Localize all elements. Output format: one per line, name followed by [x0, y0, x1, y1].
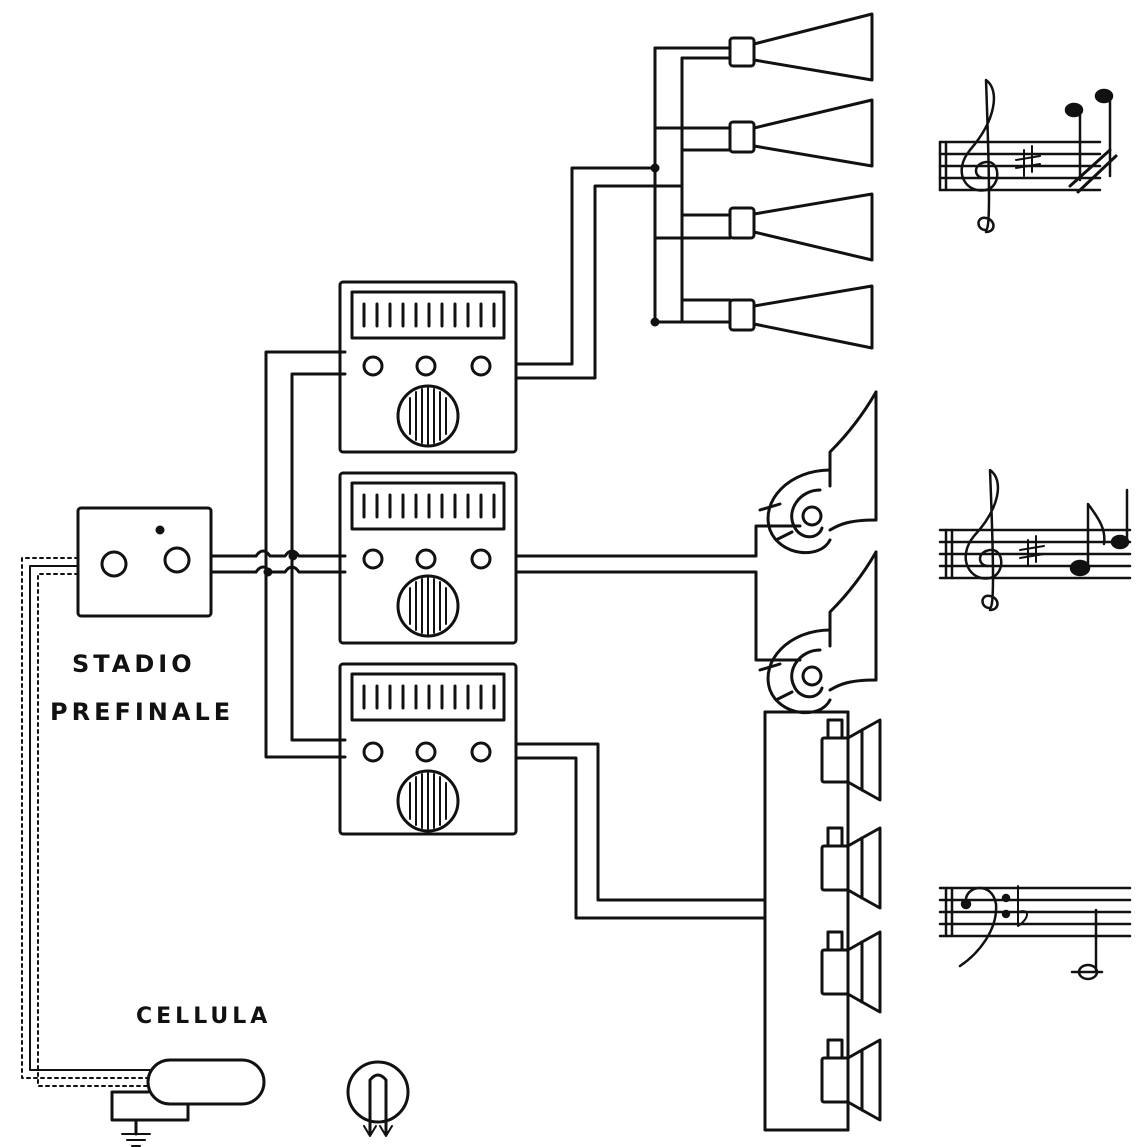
staff-bass	[938, 885, 1132, 981]
amplifier-bottom	[338, 662, 518, 836]
treble-horn-3	[728, 192, 874, 262]
bass-wiring	[514, 710, 850, 1132]
bass-speaker-3	[820, 930, 882, 1014]
treble-wiring	[514, 46, 732, 380]
amplifier-top	[338, 280, 518, 454]
preamp-box	[76, 506, 213, 618]
label-cellula: CELLULA	[136, 1004, 272, 1029]
treble-horn-2	[728, 98, 874, 168]
bass-speaker-4	[820, 1038, 882, 1122]
preamp-output-wires	[209, 549, 347, 577]
treble-horn-4	[728, 284, 874, 350]
preamp-indicator-dot	[155, 525, 165, 535]
label-prefinale: PREFINALE	[50, 698, 235, 726]
preamp-knob-left	[100, 550, 128, 578]
amplifier-middle	[338, 471, 518, 645]
mid-horn-2	[758, 550, 878, 715]
preamp-knob-right	[163, 546, 191, 574]
exciter-lamp-icon	[346, 1060, 410, 1137]
bass-clef-icon	[958, 886, 998, 968]
shielded-cable	[21, 557, 151, 1087]
mid-wiring	[514, 524, 802, 662]
treble-clef-icon	[960, 78, 999, 234]
staff-treble-mid	[938, 468, 1132, 612]
treble-horn-1	[728, 12, 874, 82]
treble-clef-icon	[964, 468, 1003, 612]
mid-horn-1	[758, 390, 878, 555]
label-stadio: STADIO	[72, 650, 196, 678]
bass-speaker-2	[820, 826, 882, 910]
photocell	[110, 1058, 266, 1147]
bass-speaker-1	[820, 718, 882, 802]
staff-treble-high	[938, 78, 1118, 234]
amplifier-bus-wires	[264, 350, 347, 759]
